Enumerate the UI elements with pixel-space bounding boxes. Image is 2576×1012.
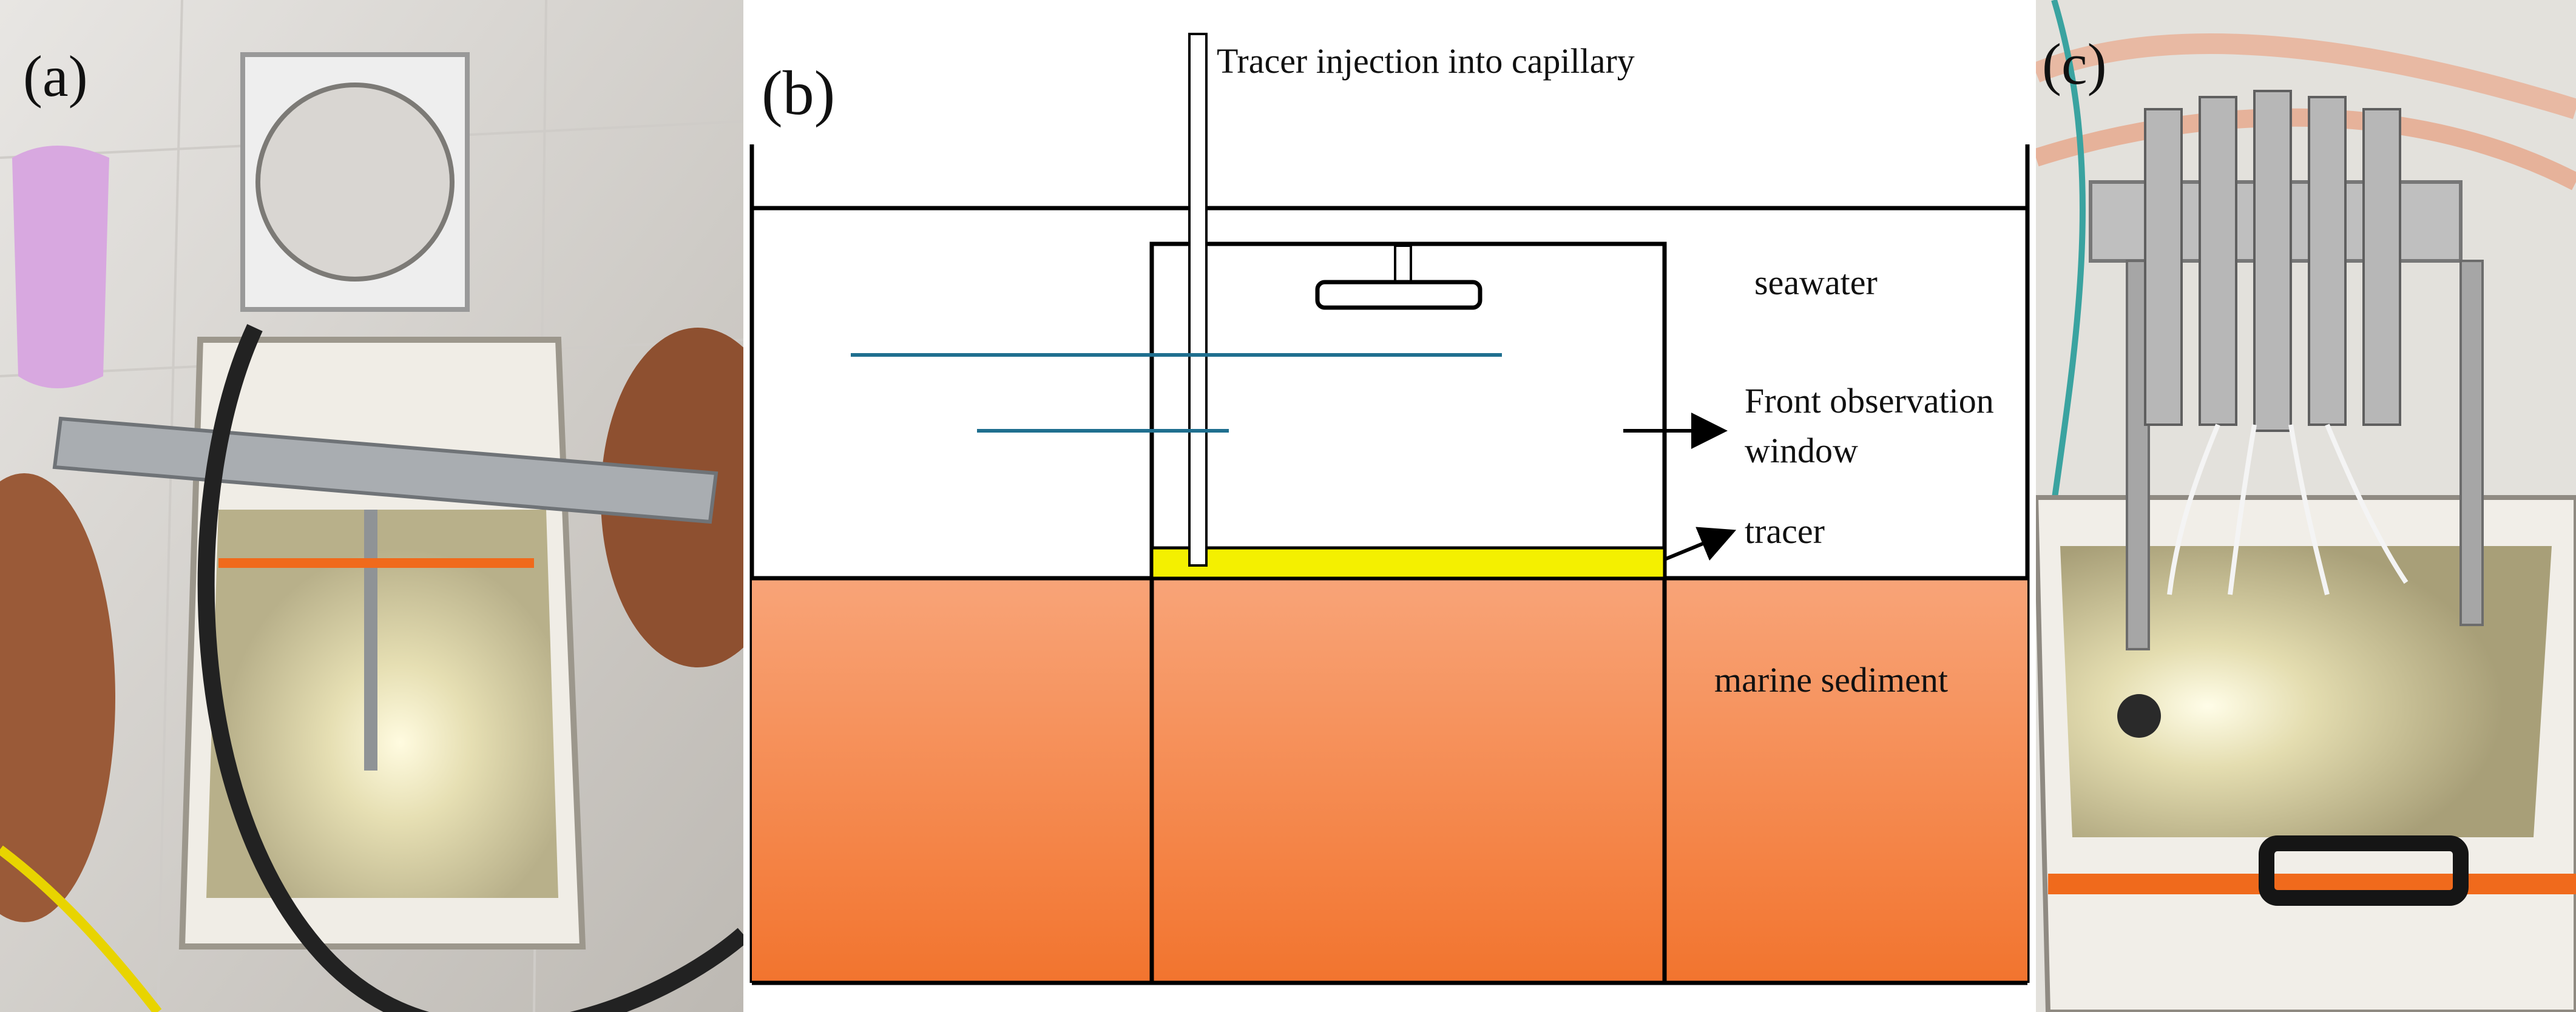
chamber-outline [1149, 241, 1667, 985]
hose-yellow [0, 845, 162, 1012]
flume-ring [255, 83, 455, 282]
tracer-layer [1150, 546, 1666, 580]
panel-c-illustration [2036, 0, 2576, 1012]
panel-a-photo: (a) [0, 0, 743, 1012]
stirrer-paddle [1315, 280, 1482, 310]
stirrer-shaft [1394, 245, 1412, 283]
schematic-svg: (b) Tracer injection into capillary seaw… [749, 33, 2030, 985]
sampling-tubes [2167, 423, 2409, 595]
panel-b-diagram: (b) Tracer injection into capillary seaw… [743, 0, 2036, 1012]
stool-left [0, 473, 115, 922]
frame-leg-right [2459, 260, 2484, 626]
cable-teal [2045, 0, 2086, 547]
probe-rod [364, 510, 377, 771]
seawater-label: seawater [1754, 263, 1878, 302]
chamber-cylinders [2144, 90, 2401, 432]
hose-pink-2 [2036, 108, 2576, 191]
window-label-line2: window [1745, 431, 1858, 470]
window-label-line1: Front observation [1745, 381, 1994, 420]
capillary-tube [1188, 33, 1208, 567]
tank-handle [2259, 835, 2469, 906]
panel-b-label: (b) [762, 58, 835, 128]
tank-water [206, 510, 558, 898]
hose-black [197, 324, 743, 1012]
orange-strap [218, 558, 534, 568]
marine-sediment-layer [752, 578, 2027, 983]
tank-water [2060, 546, 2552, 837]
panel-a-label: (a) [23, 44, 88, 109]
lamp [2117, 694, 2161, 738]
tracer-arrow [1663, 527, 1737, 561]
panel-c-photo: (c) [2036, 0, 2576, 1012]
hose-pink-1 [2036, 33, 2576, 120]
panel-c-label: (c) [2042, 32, 2107, 96]
injection-label: Tracer injection into capillary [1217, 41, 1635, 81]
panel-a-illustration [0, 0, 743, 1012]
sediment-label: marine sediment [1714, 660, 1948, 700]
tracer-label: tracer [1745, 511, 1825, 551]
bucket [12, 146, 109, 388]
